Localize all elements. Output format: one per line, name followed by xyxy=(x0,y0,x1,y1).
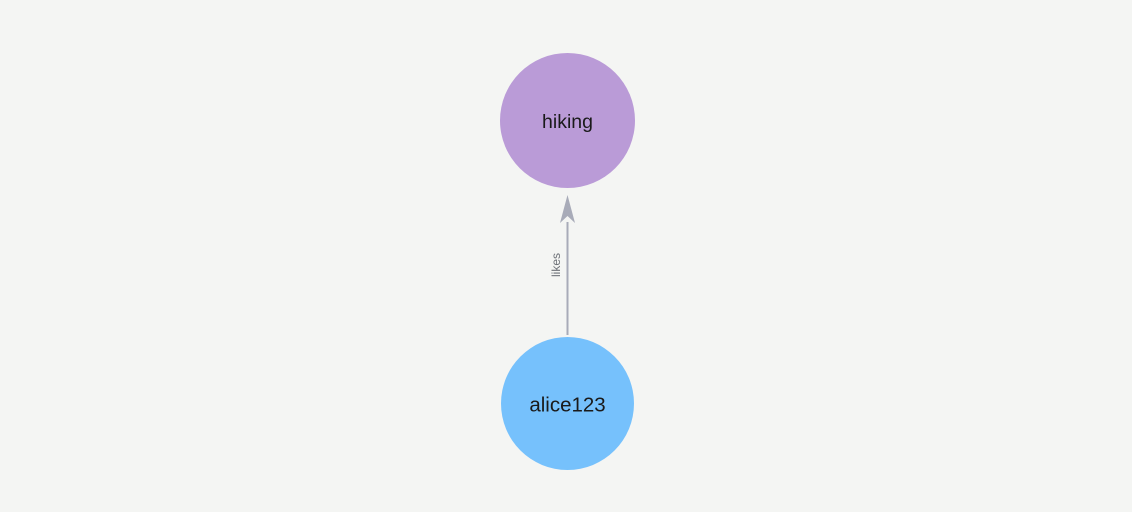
node-alice123-circle[interactable] xyxy=(501,337,634,470)
node-group: hiking alice123 xyxy=(500,53,635,470)
node-alice123[interactable]: alice123 xyxy=(501,337,634,470)
node-hiking[interactable]: hiking xyxy=(500,53,635,188)
edge-group: likes xyxy=(549,195,575,335)
arrowhead-icon xyxy=(560,195,575,223)
node-hiking-circle[interactable] xyxy=(500,53,635,188)
edge-alice123-likes-hiking[interactable]: likes xyxy=(549,195,575,335)
edge-label-likes: likes xyxy=(549,253,563,277)
